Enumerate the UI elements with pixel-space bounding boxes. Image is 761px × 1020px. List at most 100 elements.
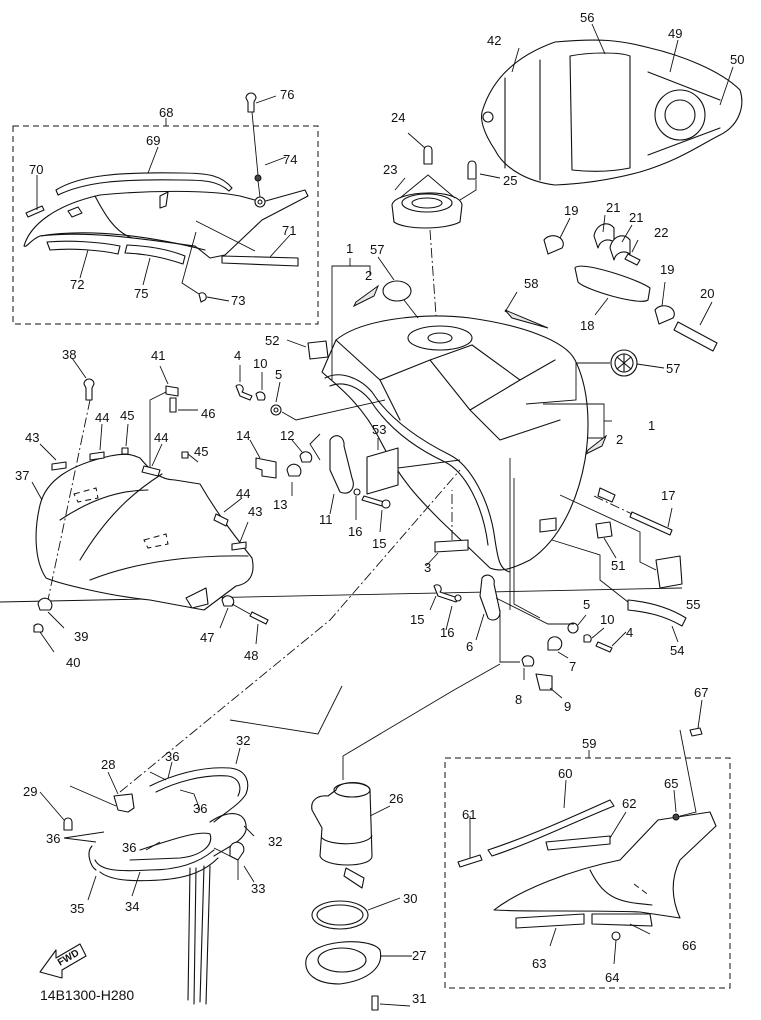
part-3-pipe[interactable] [434, 539, 469, 553]
label-19-b: 19 [660, 262, 674, 277]
part-25-bolt[interactable] [467, 160, 477, 180]
part-44-pad-c[interactable] [213, 513, 229, 527]
part-66-pad[interactable] [591, 913, 653, 927]
part-30-o-ring[interactable] [311, 900, 369, 930]
part-6-bracket[interactable] [479, 574, 501, 621]
part-44-pad-a[interactable] [89, 451, 105, 461]
part-60-trim[interactable] [487, 799, 615, 857]
part-37-front-cover[interactable] [35, 453, 254, 611]
part-58-decal[interactable] [504, 309, 549, 329]
label-38: 38 [62, 347, 76, 362]
part-72-pad[interactable] [46, 240, 121, 255]
part-44-pad-b[interactable] [141, 465, 161, 477]
group-68-side-cover-kit [12, 92, 319, 325]
part-24-bolt[interactable] [423, 145, 433, 165]
part-16-washer-left[interactable] [353, 488, 361, 496]
label-57-a: 57 [370, 242, 384, 257]
label-76: 76 [280, 87, 294, 102]
part-16-washer-right[interactable] [454, 594, 462, 602]
part-39-grommet[interactable] [37, 597, 53, 611]
part-34-hose[interactable] [94, 849, 215, 872]
part-13-grommet[interactable] [286, 463, 302, 477]
part-41-clip[interactable] [165, 385, 179, 397]
part-9-clip[interactable] [535, 673, 553, 691]
part-2-decal-right[interactable] [584, 434, 608, 456]
part-47-collar[interactable] [221, 595, 235, 607]
part-32-hose-upper[interactable] [149, 767, 249, 823]
part-59-cover-body[interactable] [493, 811, 717, 919]
label-54: 54 [670, 643, 684, 658]
part-51-damper[interactable] [595, 521, 613, 539]
part-19-grommet-b[interactable] [654, 305, 675, 325]
part-73-screw[interactable] [198, 292, 207, 303]
part-26-fuel-pump[interactable] [311, 781, 373, 866]
part-22-screw[interactable] [624, 253, 641, 266]
part-76-bolt[interactable] [245, 92, 257, 113]
part-62-strip[interactable] [545, 835, 611, 851]
part-21-clamp-b[interactable] [609, 235, 631, 261]
part-65-nut[interactable] [672, 813, 680, 821]
part-71-strip[interactable] [221, 255, 299, 267]
group-59-side-cover-kit [444, 699, 731, 989]
part-40-collar[interactable] [33, 623, 44, 633]
label-29: 29 [23, 784, 37, 799]
part-67-screw[interactable] [689, 727, 703, 737]
label-69: 69 [146, 133, 160, 148]
part-75-pad[interactable] [124, 244, 186, 265]
part-8-grommet[interactable] [521, 655, 535, 667]
part-64-collar[interactable] [611, 931, 621, 941]
part-5-washer-right[interactable] [567, 622, 579, 634]
part-45-plug-b[interactable] [181, 451, 189, 459]
part-61-strip[interactable] [457, 854, 483, 868]
part-52-damper[interactable] [307, 340, 329, 360]
part-57-emblem-plain[interactable] [382, 280, 412, 302]
part-45-plug-a[interactable] [121, 447, 129, 455]
part-74-nut[interactable] [254, 174, 262, 182]
label-9: 9 [564, 699, 571, 714]
part-7-collar[interactable] [547, 636, 563, 651]
part-29-screw[interactable] [63, 817, 73, 831]
part-43-pad-right[interactable] [231, 541, 247, 551]
part-10-collar-left[interactable] [255, 391, 266, 401]
part-19-grommet-a[interactable] [543, 235, 564, 255]
part-43-pad-left[interactable] [51, 461, 67, 471]
part-70-strip[interactable] [25, 205, 45, 218]
label-58: 58 [524, 276, 538, 291]
part-48-bolt[interactable] [249, 611, 269, 625]
part-69-trim[interactable] [55, 172, 233, 196]
part-4-bolt-left[interactable] [235, 384, 253, 401]
label-51: 51 [611, 558, 625, 573]
part-10-collar-right[interactable] [583, 634, 592, 643]
part-15-bolt-right[interactable] [433, 584, 459, 603]
label-3: 3 [424, 560, 431, 575]
part-31-bolt[interactable] [371, 995, 379, 1011]
part-55-pad[interactable] [655, 555, 683, 589]
label-35: 35 [70, 901, 84, 916]
part-32-hose-lower[interactable] [209, 813, 247, 857]
part-20-pipe[interactable] [673, 321, 718, 352]
part-53-label[interactable] [366, 447, 399, 495]
part-11-bracket[interactable] [329, 435, 354, 494]
part-28-joint[interactable] [113, 793, 135, 813]
part-14-clip[interactable] [255, 457, 277, 479]
part-54-pad[interactable] [627, 599, 687, 627]
part-18-bracket[interactable] [574, 265, 651, 302]
part-17-bolt[interactable] [629, 511, 673, 536]
part-50-flange[interactable] [654, 89, 706, 141]
label-12: 12 [280, 428, 294, 443]
part-35-hose[interactable] [88, 845, 97, 871]
part-33-clamp[interactable] [229, 841, 245, 861]
part-23-cap-ring[interactable] [391, 192, 463, 229]
label-36-d: 36 [122, 840, 136, 855]
part-15-bolt-left[interactable] [361, 495, 385, 507]
label-37: 37 [15, 468, 29, 483]
part-38-bolt[interactable] [83, 378, 95, 401]
part-63-pad[interactable] [515, 913, 585, 929]
part-46-bolt[interactable] [169, 397, 177, 413]
part-5-washer-left[interactable] [270, 404, 282, 416]
label-48: 48 [244, 648, 258, 663]
part-12-collar[interactable] [299, 451, 313, 463]
part-2-decal-left[interactable] [352, 284, 380, 308]
part-56-pad[interactable] [569, 52, 631, 172]
part-4-bolt-right[interactable] [595, 641, 613, 653]
